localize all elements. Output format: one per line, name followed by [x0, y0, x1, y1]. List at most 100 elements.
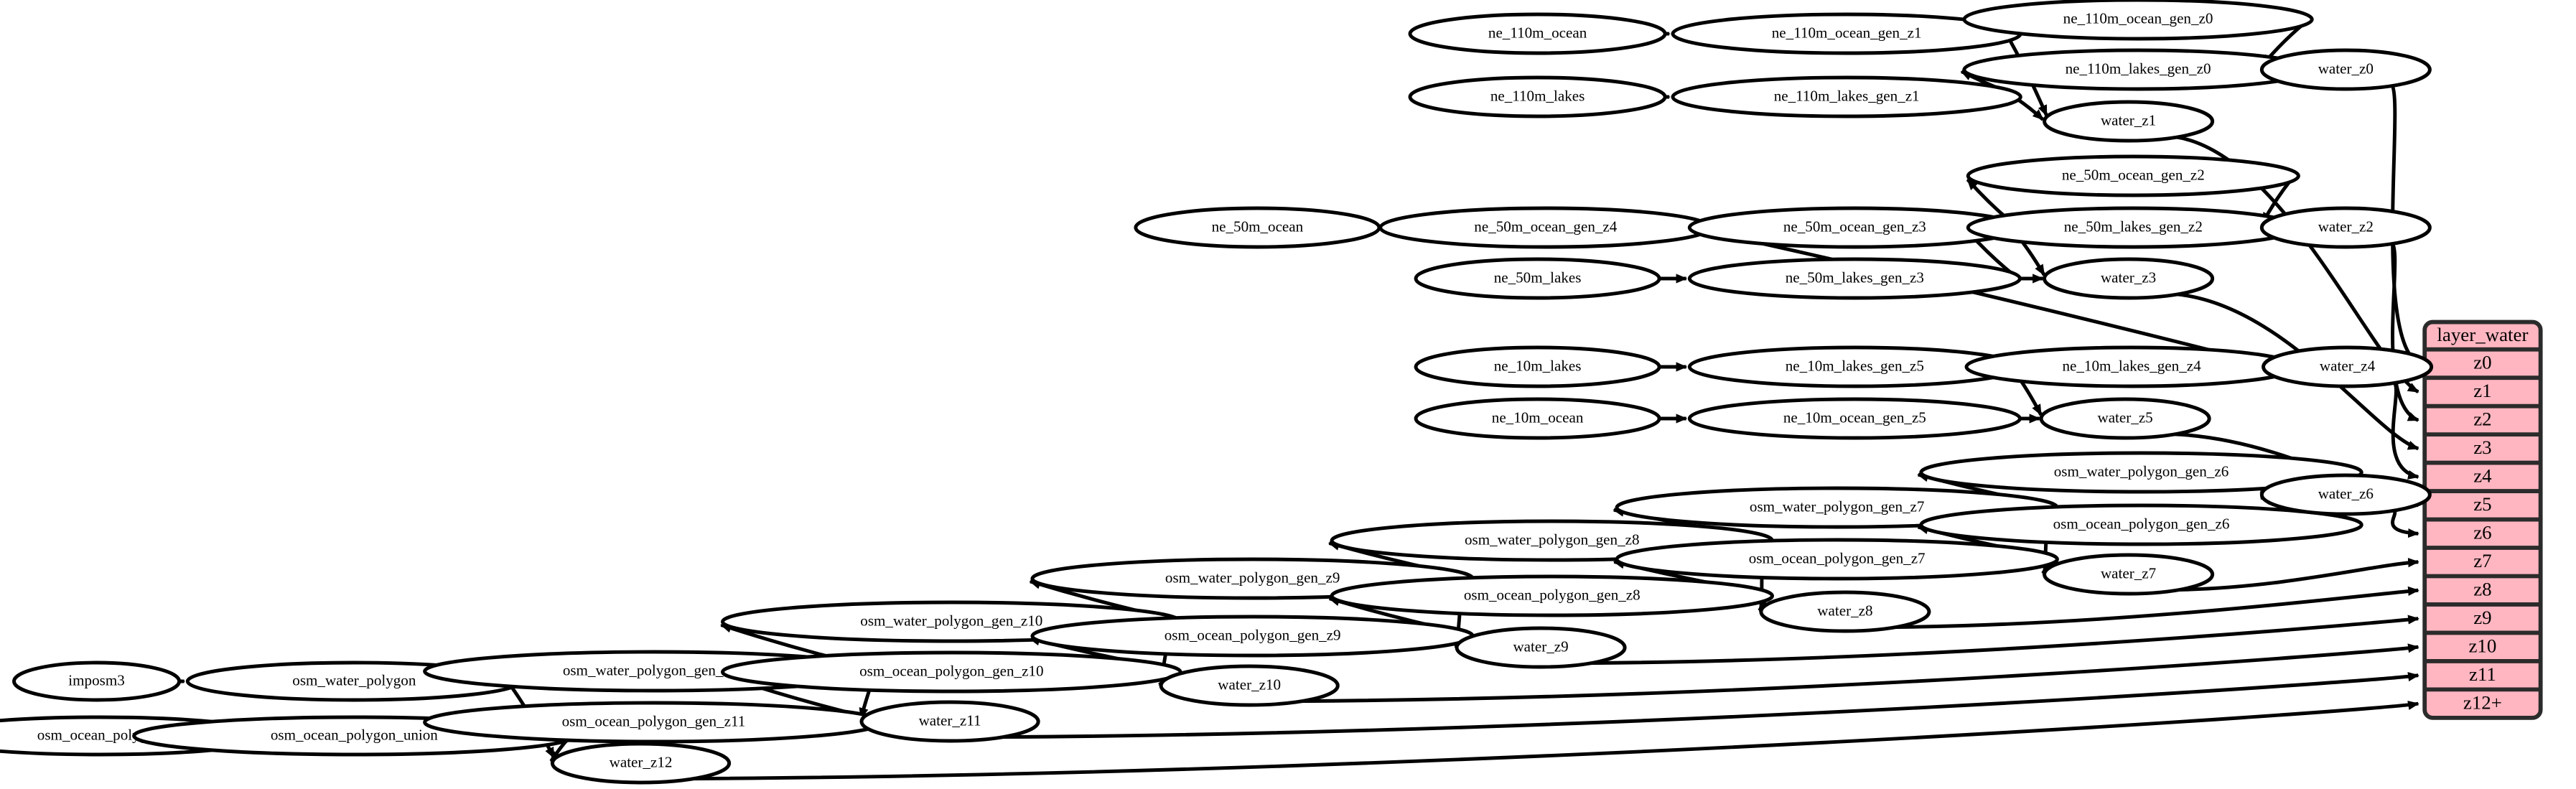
node-label-ne_50m_ocean_gen_z2: ne_50m_ocean_gen_z2 [2062, 167, 2205, 184]
node-ne_10m_ocean_gen_z5[interactable]: ne_10m_ocean_gen_z5 [1687, 397, 2022, 440]
node-osm_ocean_polygon_gen_z7[interactable]: osm_ocean_polygon_gen_z7 [1615, 538, 2059, 581]
node-label-water_z0: water_z0 [2318, 60, 2374, 78]
record-row-z7[interactable]: z7 [2473, 550, 2491, 571]
node-water_z9[interactable]: water_z9 [1455, 626, 1627, 669]
node-label-water_z1: water_z1 [2101, 112, 2156, 129]
node-label-ne_110m_lakes_gen_z1: ne_110m_lakes_gen_z1 [1774, 88, 1920, 105]
node-ne_10m_lakes[interactable]: ne_10m_lakes [1414, 345, 1661, 388]
edge-water_z11-to-record-z11 [998, 672, 2419, 739]
node-label-water_z7: water_z7 [2101, 565, 2156, 582]
edge-water_z6-to-record-z6 [2391, 508, 2419, 538]
node-water_z2[interactable]: water_z2 [2259, 206, 2432, 249]
node-label-osm_water_polygon_gen_z11: osm_water_polygon_gen_z11 [563, 662, 745, 679]
node-ne_50m_lakes[interactable]: ne_50m_lakes [1414, 257, 1661, 300]
record-row-z3[interactable]: z3 [2473, 436, 2491, 458]
node-water_z10[interactable]: water_z10 [1159, 664, 1340, 707]
record-row-z6[interactable]: z6 [2473, 522, 2491, 543]
node-water_z4[interactable]: water_z4 [2262, 345, 2434, 388]
node-label-osm_ocean_polygon_gen_z7: osm_ocean_polygon_gen_z7 [1749, 550, 1926, 567]
node-water_z5[interactable]: water_z5 [2039, 397, 2211, 440]
node-osm_water_polygon_gen_z6[interactable]: osm_water_polygon_gen_z6 [1919, 451, 2363, 494]
edge-ne_50m_ocean_gen_z4-to-water_z4 [1704, 229, 2264, 366]
node-label-ne_110m_ocean: ne_110m_ocean [1488, 24, 1587, 42]
node-ne_10m_lakes_gen_z4[interactable]: ne_10m_lakes_gen_z4 [1964, 345, 2299, 388]
node-water_z3[interactable]: water_z3 [2043, 257, 2215, 300]
node-label-ne_10m_ocean: ne_10m_ocean [1492, 409, 1584, 426]
edge-water_z4-to-record-z4 [2391, 381, 2419, 480]
node-label-osm_ocean_polygon_gen_z10: osm_ocean_polygon_gen_z10 [859, 663, 1043, 680]
node-label-osm_water_polygon: osm_water_polygon [292, 672, 416, 689]
node-water_z7[interactable]: water_z7 [2043, 553, 2215, 596]
node-water_z8[interactable]: water_z8 [1759, 590, 1931, 633]
node-label-imposm3: imposm3 [68, 672, 124, 689]
node-label-ne_50m_lakes: ne_50m_lakes [1494, 269, 1582, 286]
node-label-water_z11: water_z11 [919, 712, 981, 729]
record-node-layer-water[interactable]: layer_waterz0z1z2z3z4z5z6z7z8z9z10z11z12… [2422, 319, 2543, 720]
node-label-ne_50m_ocean_gen_z3: ne_50m_ocean_gen_z3 [1783, 218, 1926, 235]
record-row-z5[interactable]: z5 [2473, 493, 2491, 515]
node-label-ne_110m_lakes_gen_z0: ne_110m_lakes_gen_z0 [2066, 60, 2211, 78]
node-water_z0[interactable]: water_z0 [2259, 48, 2432, 91]
node-water_z6[interactable]: water_z6 [2259, 473, 2432, 516]
node-label-water_z10: water_z10 [1218, 676, 1281, 694]
record-node-layer: layer_waterz0z1z2z3z4z5z6z7z8z9z10z11z12… [2422, 319, 2543, 720]
node-ne_110m_lakes[interactable]: ne_110m_lakes [1408, 75, 1667, 118]
record-row-z1[interactable]: z1 [2473, 380, 2491, 401]
node-ne_110m_ocean[interactable]: ne_110m_ocean [1408, 12, 1667, 55]
record-row-z0[interactable]: z0 [2473, 352, 2491, 373]
node-ne_50m_lakes_gen_z3[interactable]: ne_50m_lakes_gen_z3 [1687, 257, 2022, 300]
node-label-water_z4: water_z4 [2320, 358, 2376, 375]
node-ne_110m_ocean_gen_z0[interactable]: ne_110m_ocean_gen_z0 [1962, 0, 2314, 41]
node-label-water_z9: water_z9 [1513, 638, 1568, 655]
node-label-osm_ocean_polygon_gen_z9: osm_ocean_polygon_gen_z9 [1165, 627, 1341, 644]
record-row-z4[interactable]: z4 [2473, 465, 2492, 487]
node-label-water_z12: water_z12 [610, 754, 673, 771]
node-osm_ocean_polygon_gen_z11[interactable]: osm_ocean_polygon_gen_z11 [423, 701, 885, 744]
node-label-osm_ocean_polygon_gen_z11: osm_ocean_polygon_gen_z11 [562, 713, 746, 730]
node-label-ne_50m_ocean_gen_z4: ne_50m_ocean_gen_z4 [1474, 218, 1617, 235]
node-label-osm_water_polygon_gen_z10: osm_water_polygon_gen_z10 [860, 612, 1042, 630]
node-label-ne_110m_ocean_gen_z0: ne_110m_ocean_gen_z0 [2063, 10, 2213, 27]
node-ne_50m_ocean_gen_z4[interactable]: ne_50m_ocean_gen_z4 [1378, 206, 1713, 249]
node-water_z12[interactable]: water_z12 [550, 742, 732, 785]
node-ne_110m_lakes_gen_z1[interactable]: ne_110m_lakes_gen_z1 [1671, 75, 2022, 118]
record-row-z2[interactable]: z2 [2473, 408, 2491, 430]
node-label-water_z8: water_z8 [1817, 602, 1872, 620]
edge-water_z9-to-record-z9 [1587, 615, 2419, 666]
node-ne_50m_lakes_gen_z2[interactable]: ne_50m_lakes_gen_z2 [1966, 206, 2300, 249]
node-label-water_z6: water_z6 [2318, 485, 2374, 503]
node-label-water_z3: water_z3 [2101, 269, 2156, 286]
record-row-z9[interactable]: z9 [2473, 607, 2491, 628]
record-row-z8[interactable]: z8 [2473, 579, 2491, 600]
edge-water_z12-to-record-z12+ [689, 700, 2419, 781]
record-row-z12+[interactable]: z12+ [2463, 691, 2502, 713]
node-osm_ocean_polygon_gen_z10[interactable]: osm_ocean_polygon_gen_z10 [720, 650, 1182, 694]
node-label-ne_110m_lakes: ne_110m_lakes [1490, 88, 1585, 105]
node-label-ne_10m_lakes_gen_z5: ne_10m_lakes_gen_z5 [1786, 358, 1924, 375]
node-label-osm_water_polygon_gen_z8: osm_water_polygon_gen_z8 [1465, 531, 1640, 548]
node-label-ne_10m_lakes: ne_10m_lakes [1494, 358, 1582, 375]
node-osm_ocean_polygon_gen_z6[interactable]: osm_ocean_polygon_gen_z6 [1919, 503, 2363, 546]
node-label-osm_water_polygon_gen_z7: osm_water_polygon_gen_z7 [1750, 498, 1925, 515]
node-label-ne_110m_ocean_gen_z1: ne_110m_ocean_gen_z1 [1772, 24, 1922, 42]
node-imposm3[interactable]: imposm3 [12, 660, 182, 702]
node-label-ne_50m_lakes_gen_z2: ne_50m_lakes_gen_z2 [2064, 218, 2203, 235]
node-water_z1[interactable]: water_z1 [2043, 100, 2215, 143]
node-osm_ocean_polygon_gen_z9[interactable]: osm_ocean_polygon_gen_z9 [1030, 615, 1475, 658]
node-ne_10m_lakes_gen_z5[interactable]: ne_10m_lakes_gen_z5 [1687, 345, 2022, 388]
record-row-z11[interactable]: z11 [2469, 663, 2496, 685]
node-label-ne_50m_lakes_gen_z3: ne_50m_lakes_gen_z3 [1786, 269, 1924, 286]
node-label-osm_water_polygon_gen_z9: osm_water_polygon_gen_z9 [1165, 569, 1340, 587]
record-row-z10[interactable]: z10 [2469, 635, 2497, 656]
node-ne_50m_ocean[interactable]: ne_50m_ocean [1134, 206, 1381, 249]
edge-water_z10-to-record-z10 [1297, 643, 2419, 704]
node-water_z11[interactable]: water_z11 [859, 700, 1040, 743]
node-ne_110m_lakes_gen_z0[interactable]: ne_110m_lakes_gen_z0 [1962, 48, 2314, 91]
node-label-ne_50m_ocean: ne_50m_ocean [1212, 218, 1304, 235]
node-label-osm_ocean_polygon_gen_z6: osm_ocean_polygon_gen_z6 [2053, 515, 2230, 533]
node-osm_ocean_polygon_gen_z8[interactable]: osm_ocean_polygon_gen_z8 [1330, 574, 1775, 617]
node-ne_50m_ocean_gen_z2[interactable]: ne_50m_ocean_gen_z2 [1966, 154, 2300, 197]
node-ne_10m_ocean[interactable]: ne_10m_ocean [1414, 397, 1661, 440]
